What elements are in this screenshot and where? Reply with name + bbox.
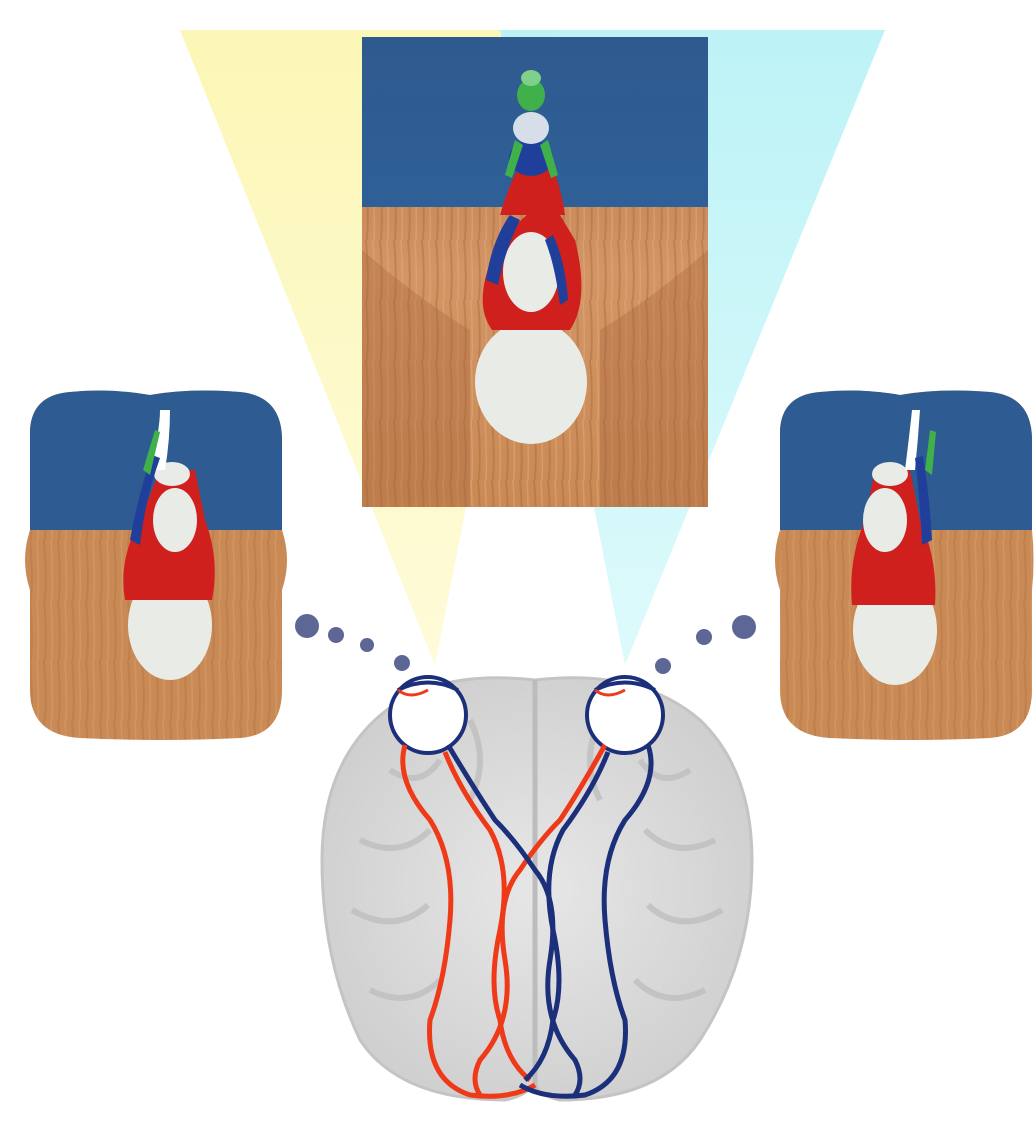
dot-connector-icon xyxy=(295,614,756,674)
brain-icon xyxy=(322,678,752,1100)
left-eye-view-panel xyxy=(25,391,287,740)
central-scene-panel xyxy=(362,37,708,507)
right-eye-view-panel xyxy=(775,391,1034,740)
right-eye xyxy=(587,677,663,753)
left-eye xyxy=(390,677,466,753)
